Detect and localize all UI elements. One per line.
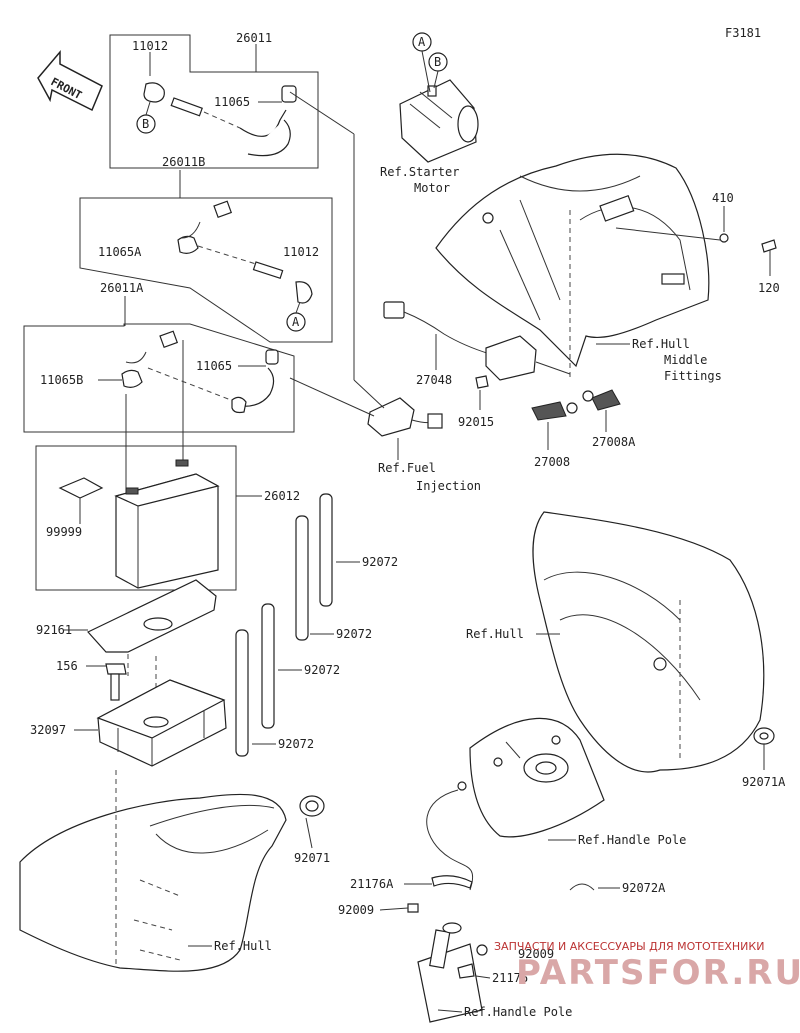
wire-21176A [426,781,474,891]
label-11012-top: 11012 [132,39,168,53]
callout-b-starter: B [434,55,441,69]
fuel-injection-connector [289,91,443,437]
label-92072-b: 92072 [336,627,372,641]
label-92015: 92015 [458,415,494,429]
harness-26011A-group [23,296,295,433]
ref-fuel-2: Injection [416,479,481,493]
ref-hull-mid-3: Fittings [664,369,722,383]
label-26012: 26012 [264,489,300,503]
callout-b-top: B [142,117,149,131]
watermark-line2: PARTSFOR.RU [516,953,800,993]
straps-92072 [235,493,333,757]
ref-handle-pole-1: Ref.Handle Pole [578,833,686,847]
label-92009-a: 92009 [338,903,374,917]
label-92072-c: 92072 [304,663,340,677]
battery-group [35,445,262,591]
label-92072-d: 92072 [278,737,314,751]
harness-26011B-group [79,170,333,343]
ref-starter-2: Motor [414,181,450,195]
tray-32097 [96,679,227,767]
label-11012-mid: 11012 [283,245,319,259]
label-92072-a: 92072 [362,555,398,569]
label-27048: 27048 [416,373,452,387]
watermark-line1: ЗАПЧАСТИ И АКСЕССУАРЫ ДЛЯ МОТОТЕХНИКИ [494,940,764,953]
label-92072A: 92072A [622,881,666,895]
label-99999: 99999 [46,525,82,539]
label-156: 156 [56,659,78,673]
label-11065A: 11065A [98,245,142,259]
label-92071A: 92071A [742,775,786,789]
handle-pole-lower [417,922,488,1023]
ref-hull-right: Ref.Hull [466,627,524,641]
harness-27048 [383,301,571,381]
hull-bottom-left [19,770,287,972]
callout-a-top: A [418,35,426,49]
label-11065-mid: 11065 [196,359,232,373]
label-32097: 32097 [30,723,66,737]
hull-middle-fittings [435,153,710,380]
label-11065B: 11065B [40,373,83,387]
label-27008: 27008 [534,455,570,469]
label-410: 410 [712,191,734,205]
label-92071: 92071 [294,851,330,865]
label-92009-b: 92009 [518,947,554,961]
handle-pole-base [469,717,605,838]
label-21176A: 21176A [350,877,394,891]
plate-92161 [87,579,217,653]
grommet-92071A [753,727,775,745]
bolt-156 [105,663,127,701]
label-26011: 26011 [236,31,272,45]
front-arrow: FRONT [37,49,103,112]
label-27008A: 27008A [592,435,636,449]
grommet-92071 [299,795,325,817]
figure-id: F3181 [725,26,761,40]
callout-a-mid: A [292,315,300,329]
ref-hull-mid-1: Ref.Hull [632,337,690,351]
label-92161: 92161 [36,623,72,637]
label-26011A: 26011A [100,281,144,295]
label-11065-top: 11065 [214,95,250,109]
label-120: 120 [758,281,780,295]
ref-hull-mid-2: Middle [664,353,707,367]
tags-27008 [531,389,621,421]
harness-26011-group [109,34,319,169]
ref-handle-pole-2: Ref.Handle Pole [464,1005,572,1019]
ref-hull-bottom: Ref.Hull [214,939,272,953]
ref-fuel-1: Ref.Fuel [378,461,436,475]
starter-motor [399,79,479,163]
ref-starter-1: Ref.Starter [380,165,459,179]
label-26011B: 26011B [162,155,205,169]
label-21176: 21176 [492,971,528,985]
hull-right [532,511,765,773]
